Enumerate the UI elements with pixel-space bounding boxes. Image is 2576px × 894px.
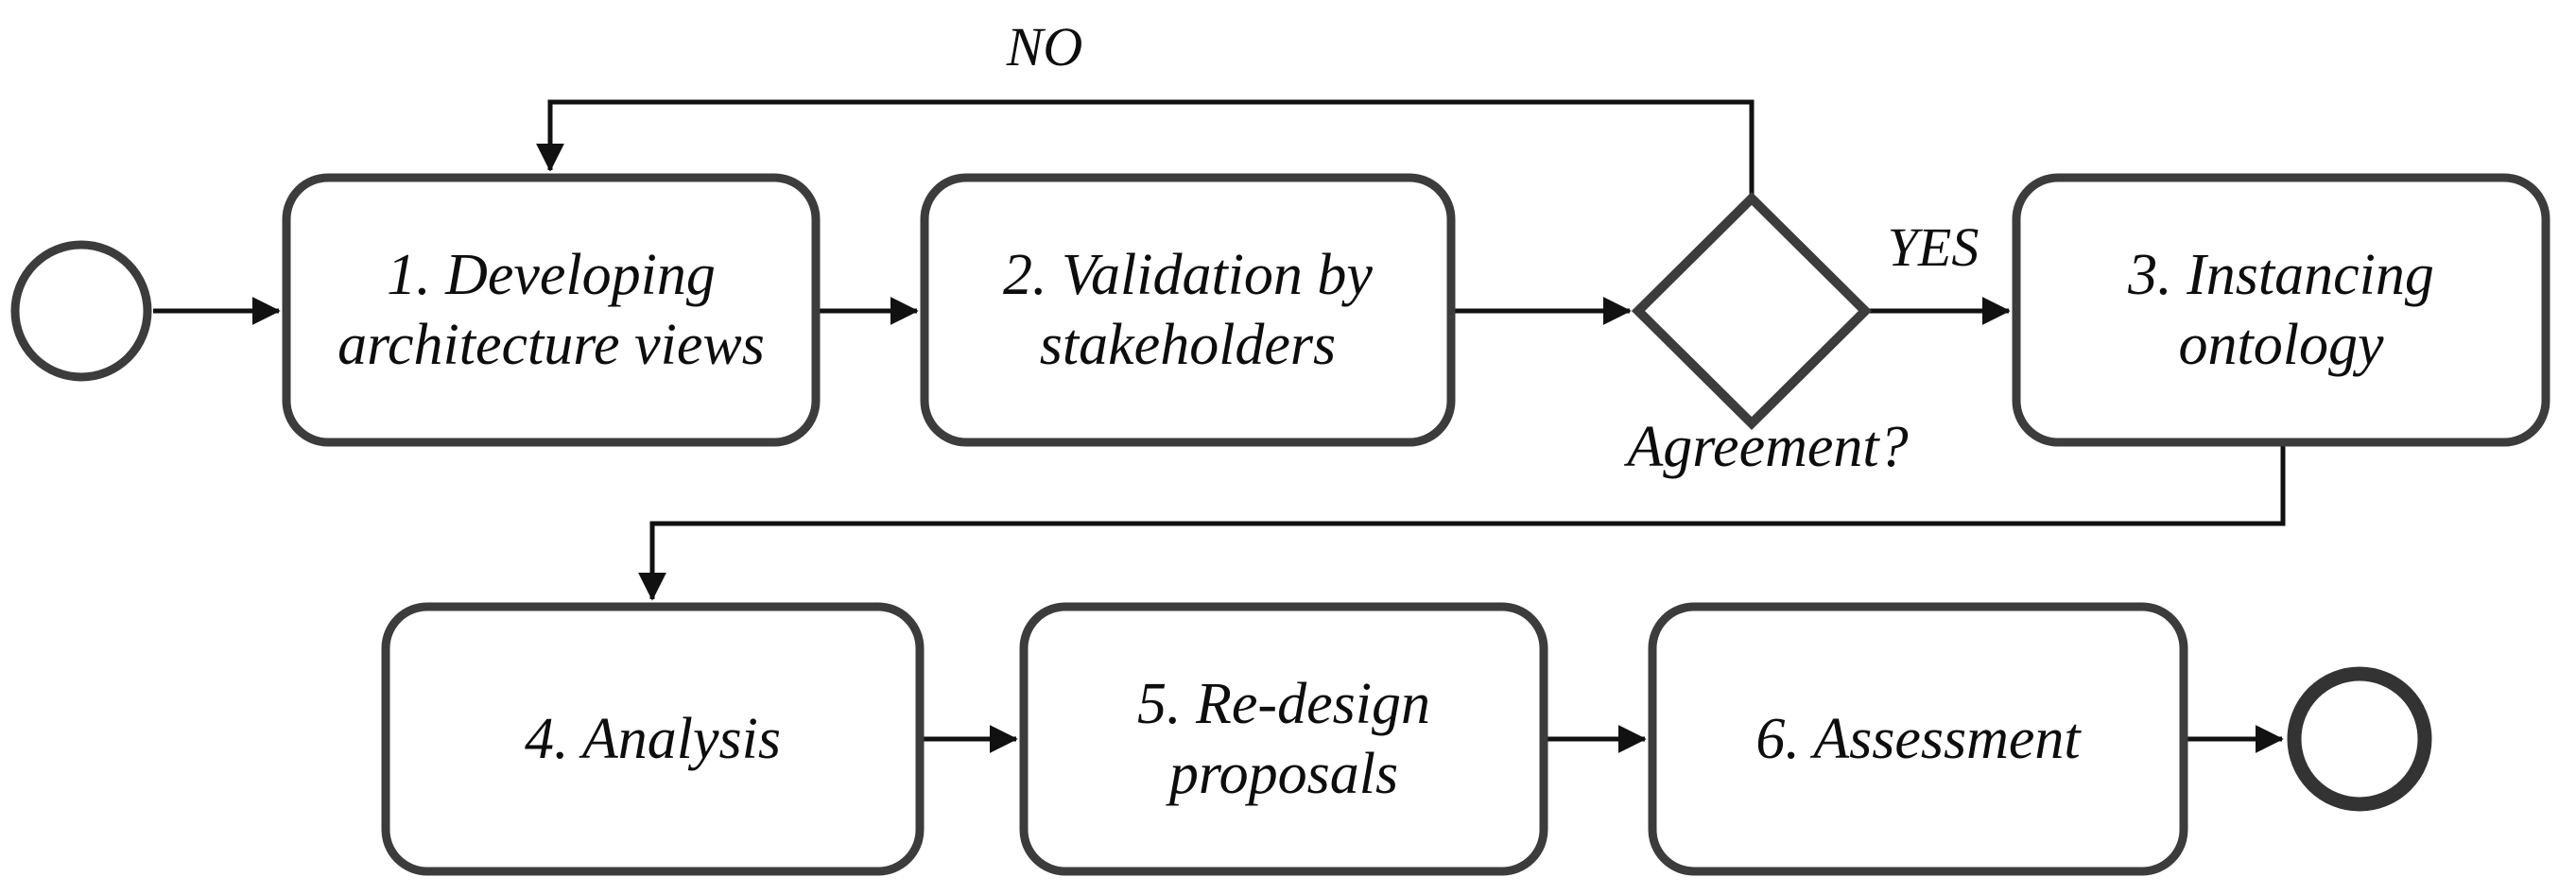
edge-label-yes: YES xyxy=(1887,216,1980,278)
start-event-circle xyxy=(10,240,152,382)
decision-diamond xyxy=(1631,191,1873,431)
task-6-box xyxy=(1648,602,2188,876)
edge-task3-to-task4 xyxy=(638,441,2286,601)
task-1-box xyxy=(282,173,821,447)
task-2-box xyxy=(920,173,1456,447)
task-4-box xyxy=(381,602,925,876)
task-3-box xyxy=(2012,173,2550,447)
edge-label-no: NO xyxy=(1006,16,1083,77)
edge-decision-no-to-task1 xyxy=(536,99,1755,199)
decision-question-label: Agreement? xyxy=(1627,415,1909,479)
task-5-box xyxy=(1019,602,1548,876)
end-event-circle xyxy=(2287,666,2432,812)
